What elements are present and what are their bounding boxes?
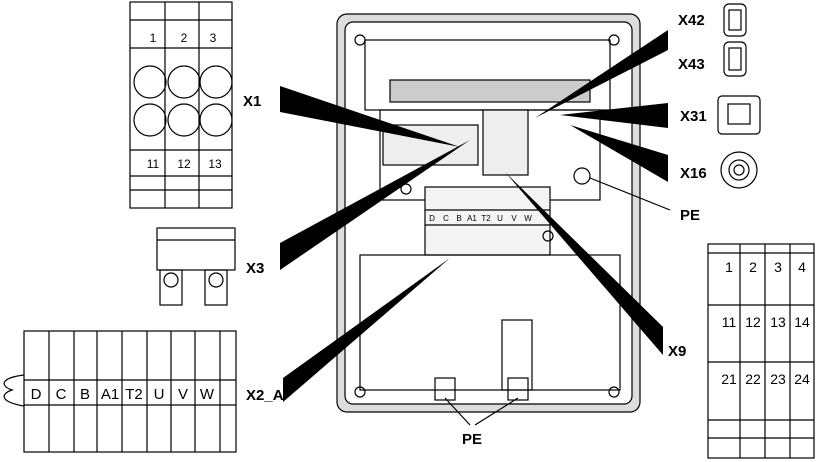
relay-terminal-label: 22 xyxy=(745,371,761,387)
x1-top-number: 3 xyxy=(210,31,217,45)
device-terminal-label: C xyxy=(443,214,449,223)
x1-bottom-number: 12 xyxy=(177,157,191,171)
relay-terminal-block xyxy=(707,243,815,459)
x1-pointer xyxy=(280,86,460,147)
label-x3: X3 xyxy=(246,260,264,277)
x1-terminal-block xyxy=(129,1,233,209)
x9-pointer xyxy=(505,172,663,355)
label-x42: X42 xyxy=(678,12,705,29)
relay-terminal-label: 23 xyxy=(770,371,786,387)
label-x16: X16 xyxy=(680,165,707,182)
device-terminal-label: W xyxy=(524,214,532,223)
device-terminal-label: D xyxy=(429,214,435,223)
x2a-pointer xyxy=(283,258,450,402)
label-x31: X31 xyxy=(680,108,707,125)
relay-labels: 1 2 3 4 11 12 13 14 21 22 23 24 xyxy=(721,259,810,387)
relay-terminal-label: 24 xyxy=(794,371,810,387)
label-x2a: X2_A xyxy=(246,387,284,404)
label-x43: X43 xyxy=(678,56,705,73)
terminal-label: A1 xyxy=(101,386,119,403)
pointer-wedges xyxy=(280,30,668,402)
x1-bottom-number: 13 xyxy=(208,157,222,171)
x2a-terminal-labels: D C B A1 T2 U V W xyxy=(31,386,215,403)
x43-connector xyxy=(723,41,747,77)
pe-bottom-leader xyxy=(444,397,471,426)
x31-pointer xyxy=(560,103,668,128)
relay-terminal-label: 14 xyxy=(794,314,810,330)
terminal-label: V xyxy=(178,386,188,403)
terminal-label: D xyxy=(31,386,42,403)
relay-terminal-label: 12 xyxy=(745,314,761,330)
x42-connector xyxy=(723,3,747,37)
x16-connector xyxy=(720,151,758,189)
x42-x43-pointer xyxy=(535,30,668,118)
device-terminal-label: V xyxy=(511,214,517,223)
label-x9: X9 xyxy=(668,343,686,360)
relay-terminal-label: 4 xyxy=(798,259,806,275)
relay-terminal-label: 21 xyxy=(721,371,737,387)
relay-terminal-label: 11 xyxy=(722,314,737,330)
relay-terminal-label: 1 xyxy=(725,259,733,275)
label-x1: X1 xyxy=(243,93,261,110)
device-terminal-label: U xyxy=(497,214,503,223)
x1-bottom-number: 11 xyxy=(147,157,160,171)
label-pe-bottom: PE xyxy=(462,431,482,448)
terminal-label: U xyxy=(154,386,165,403)
x3-connector xyxy=(156,227,236,306)
pe-bottom-leader xyxy=(474,397,519,426)
device-terminal-labels: D C B A1 T2 U V W xyxy=(429,214,532,223)
x1-top-number: 1 xyxy=(150,31,157,45)
device-terminal-label: A1 xyxy=(467,214,477,223)
relay-terminal-label: 2 xyxy=(749,259,757,275)
device-housing xyxy=(336,13,641,413)
x16-pointer xyxy=(570,125,668,182)
terminal-label: T2 xyxy=(125,386,143,403)
terminal-label: W xyxy=(200,386,215,403)
terminal-label: B xyxy=(80,386,90,403)
label-pe-right: PE xyxy=(680,207,700,224)
terminal-label: C xyxy=(56,386,67,403)
x31-connector xyxy=(717,95,761,135)
x2a-terminal-block xyxy=(3,330,237,453)
device-terminal-label: T2 xyxy=(481,214,491,223)
relay-terminal-label: 13 xyxy=(770,314,786,330)
pe-right-leader xyxy=(589,177,671,211)
x1-top-number: 2 xyxy=(181,31,188,45)
x3-pointer xyxy=(280,140,470,270)
relay-terminal-label: 3 xyxy=(774,259,782,275)
device-terminal-label: B xyxy=(456,214,461,223)
